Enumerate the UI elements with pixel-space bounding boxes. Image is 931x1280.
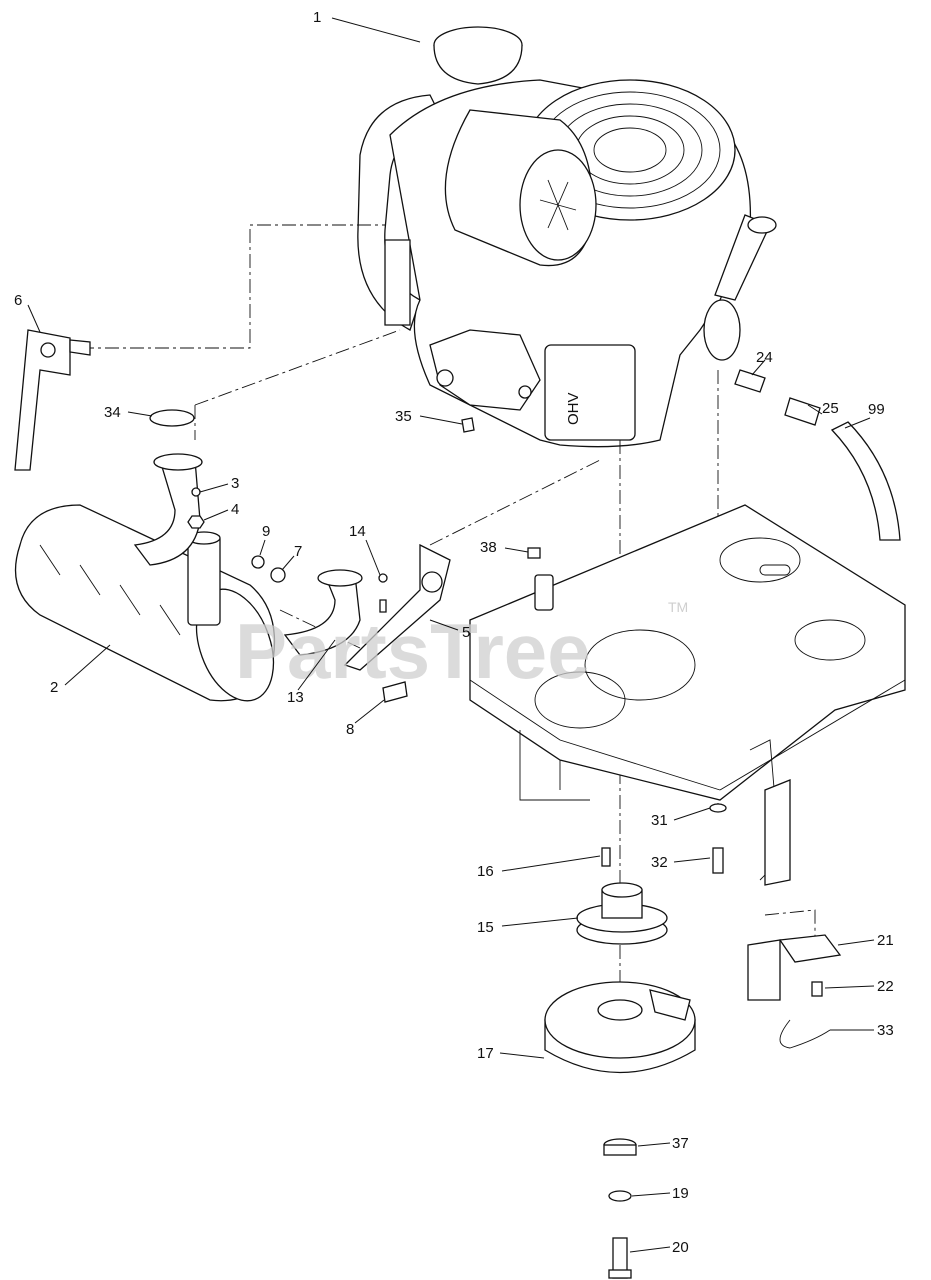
exhaust-pipes <box>133 453 363 656</box>
callout-7: 7 <box>294 543 302 560</box>
callout-25: 25 <box>822 400 839 417</box>
callout-15: 15 <box>477 919 494 936</box>
muffler-bracket-right <box>343 543 451 671</box>
callout-22: 22 <box>877 978 894 995</box>
callout-35: 35 <box>395 408 412 425</box>
muffler <box>14 504 276 702</box>
callout-24: 24 <box>756 349 773 366</box>
callout-1: 1 <box>313 9 321 26</box>
pto-clutch <box>544 981 696 1074</box>
callout-19: 19 <box>672 1185 689 1202</box>
engine-deck <box>469 504 906 881</box>
callout-6: 6 <box>14 292 22 309</box>
callout-17: 17 <box>477 1045 494 1062</box>
callout-8: 8 <box>346 721 354 738</box>
clutch-stop-bracket <box>747 779 842 1049</box>
clutch-hardware <box>603 1138 637 1279</box>
callout-13: 13 <box>287 689 304 706</box>
callout-4: 4 <box>231 501 239 518</box>
callout-14: 14 <box>349 523 366 540</box>
callout-31: 31 <box>651 812 668 829</box>
callout-37: 37 <box>672 1135 689 1152</box>
callout-99: 99 <box>868 401 885 418</box>
callout-3: 3 <box>231 475 239 492</box>
callout-20: 20 <box>672 1239 689 1256</box>
exhaust-gasket <box>149 409 195 427</box>
callout-21: 21 <box>877 932 894 949</box>
hardware <box>187 369 901 874</box>
callout-16: 16 <box>477 863 494 880</box>
pulley <box>576 882 668 945</box>
callout-34: 34 <box>104 404 121 421</box>
callout-labels: 1 6 34 35 24 25 99 3 4 9 7 14 38 5 2 13 … <box>14 9 894 1256</box>
callout-9: 9 <box>262 523 270 540</box>
engine-assembly: OHV <box>357 26 777 448</box>
engine-badge: OHV <box>565 392 582 425</box>
callout-33: 33 <box>877 1022 894 1039</box>
watermark: PartsTree <box>235 607 591 695</box>
callout-38: 38 <box>480 539 497 556</box>
callout-leaders <box>27 17 875 1253</box>
muffler-bracket-left <box>14 329 91 471</box>
callout-5: 5 <box>462 624 470 641</box>
watermark-trademark: TM <box>668 599 688 615</box>
callout-2: 2 <box>50 679 58 696</box>
callout-32: 32 <box>651 854 668 871</box>
